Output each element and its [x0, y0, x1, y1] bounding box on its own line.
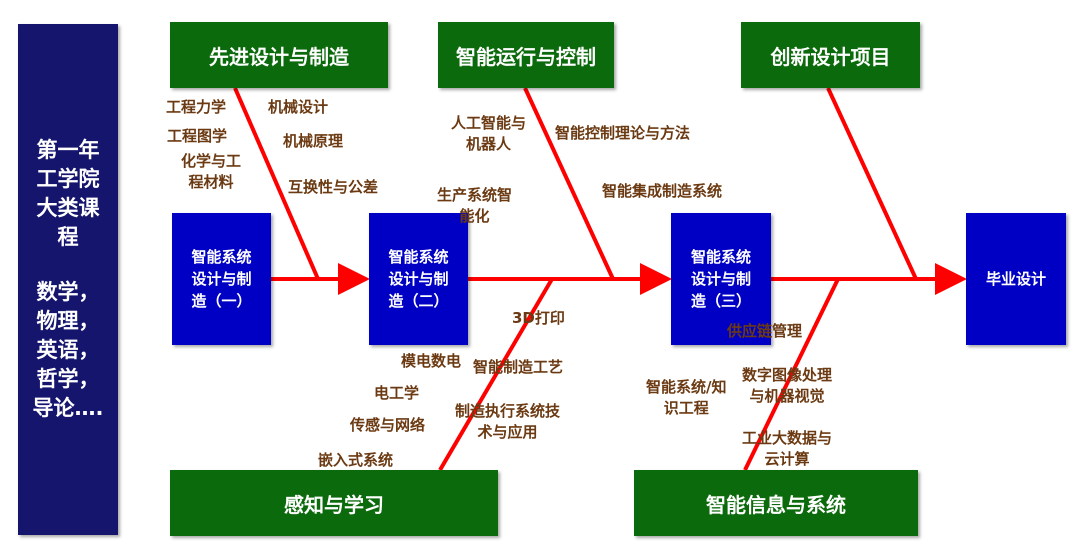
course-label: 智能集成制造系统 [602, 182, 723, 200]
course-label: 数字图像处理与机器视觉 [742, 365, 832, 407]
first-year-box: 第一年 工学院 大类课 程 数学， 物理， 英语， 哲学， 导论…. [18, 24, 118, 535]
course-label-line: 能化 [459, 207, 490, 225]
course-label: 工程图学 [167, 127, 228, 145]
course-label-line: 化学与工 [181, 152, 242, 170]
stage-text: 设计与制 [191, 270, 252, 288]
course-label: 模电数电 [401, 352, 462, 370]
course-label: 智能系统/知识工程 [646, 377, 726, 419]
course-label: 智能制造工艺 [473, 358, 564, 376]
subject-text: 导论…. [32, 396, 104, 420]
course-label-line: 云计算 [764, 450, 810, 468]
course-label: 化学与工程材料 [181, 151, 241, 193]
course-label-line: 生产系统智 [437, 186, 513, 204]
branch-line [743, 278, 840, 471]
course-label: 电工学 [374, 384, 420, 402]
branch-line [233, 87, 320, 280]
course-label-line: 数字图像处理 [742, 366, 833, 384]
course-label-line: 与机器视觉 [749, 387, 825, 405]
stage-text: 造（一） [191, 292, 252, 310]
course-label-line: 工业大数据与 [742, 429, 833, 447]
branch-line [826, 87, 918, 280]
stage-1: 智能系统设计与制造（一） [172, 213, 271, 345]
course-label: 嵌入式系统 [318, 451, 394, 469]
course-label-line: 程材料 [188, 173, 234, 191]
stage-text: 造（三） [690, 292, 751, 310]
first-year-text: 大类课 [36, 196, 100, 220]
course-label-line: 识工程 [663, 399, 709, 417]
course-label: 智能控制理论与方法 [555, 124, 691, 142]
course-label-line: 机器人 [466, 135, 512, 153]
subject-text: 哲学， [36, 367, 100, 391]
stage-text: 智能系统 [191, 248, 252, 266]
course-label-line: 制造执行系统技 [455, 402, 561, 420]
category-innovation-project: 创新设计项目 [741, 22, 920, 88]
category-advanced-design: 先进设计与制造 [170, 22, 388, 88]
course-label-line: 智能系统/知 [646, 378, 727, 396]
course-label: 机械原理 [283, 132, 344, 150]
course-label: 互换性与公差 [288, 178, 379, 196]
stage-2: 智能系统设计与制造（二） [369, 213, 468, 345]
category-intelligent-info: 智能信息与系统 [634, 470, 918, 536]
subject-text: 英语， [36, 338, 100, 362]
subject-text: 数学， [36, 280, 100, 304]
graduation-design: 毕业设计 [966, 213, 1066, 345]
branch-line [438, 277, 554, 472]
course-label: 工程力学 [166, 98, 227, 116]
course-label-line: 术与应用 [477, 423, 538, 441]
course-label: 3D打印 [512, 309, 565, 327]
stage-text: 设计与制 [388, 270, 449, 288]
stage-text: 智能系统 [690, 248, 751, 266]
stage-text: 造（二） [388, 292, 449, 310]
course-label: 机械设计 [268, 98, 329, 116]
first-year-text: 程 [57, 225, 79, 249]
stage-text: 智能系统 [388, 248, 449, 266]
first-year-text: 工学院 [36, 167, 100, 191]
course-label: 传感与网络 [350, 416, 426, 434]
course-label: 供应链管理 [727, 322, 803, 340]
branch-line [523, 87, 615, 280]
category-perception-learning: 感知与学习 [170, 470, 498, 536]
course-label: 生产系统智能化 [437, 185, 512, 227]
course-label: 人工智能与机器人 [451, 113, 526, 155]
subject-text: 物理， [36, 309, 100, 333]
course-label: 工业大数据与云计算 [742, 428, 832, 470]
stage-3: 智能系统设计与制造（三） [671, 213, 771, 345]
stage-text: 设计与制 [690, 270, 751, 288]
first-year-text: 第一年 [36, 138, 100, 162]
course-label: 制造执行系统技术与应用 [455, 401, 560, 443]
course-label-line: 人工智能与 [451, 114, 527, 132]
category-intelligent-control: 智能运行与控制 [438, 22, 614, 88]
